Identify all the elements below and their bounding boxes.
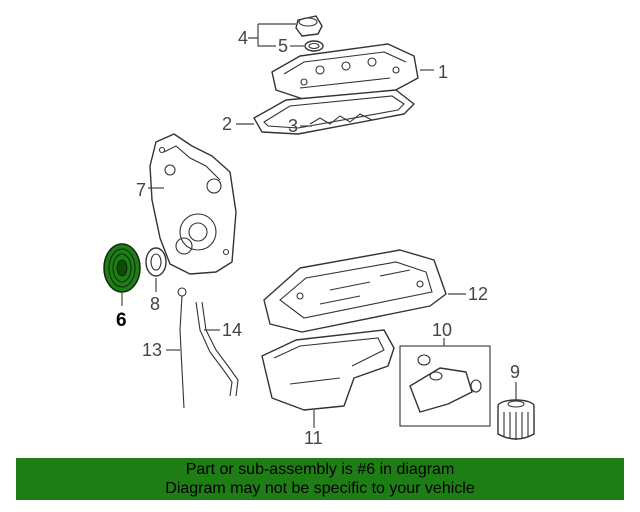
callout-8[interactable]: 8 <box>150 294 160 314</box>
part-timing-cover[interactable] <box>149 133 237 275</box>
part-crankshaft-pulley[interactable] <box>103 243 141 293</box>
callout-6[interactable]: 6 <box>116 310 127 331</box>
part-front-seal[interactable] <box>145 247 167 277</box>
part-cap-gasket[interactable] <box>304 40 324 52</box>
callout-14[interactable]: 14 <box>222 320 242 340</box>
callout-1[interactable]: 1 <box>438 62 448 82</box>
callout-2[interactable]: 2 <box>222 114 232 134</box>
callout-4[interactable]: 4 <box>238 28 248 48</box>
part-oil-pan-upper[interactable] <box>263 249 447 333</box>
callout-10[interactable]: 10 <box>432 320 452 340</box>
parts-diagram: 4 5 1 2 3 7 6 8 12 10 9 11 13 14 <box>103 15 535 448</box>
banner-line-1: Part or sub-assembly is #6 in diagram <box>185 461 455 478</box>
callout-13[interactable]: 13 <box>142 340 162 360</box>
part-oil-filter[interactable] <box>497 399 535 440</box>
callout-5[interactable]: 5 <box>278 36 288 56</box>
part-valve-cover-gasket[interactable] <box>253 89 415 135</box>
part-oil-filler-cap[interactable] <box>295 15 323 37</box>
callout-12[interactable]: 12 <box>468 284 488 304</box>
callout-3[interactable]: 3 <box>288 116 298 136</box>
callout-11[interactable]: 11 <box>304 428 323 448</box>
part-dipstick-tube[interactable] <box>195 301 239 397</box>
info-banner: Part or sub-assembly is #6 in diagram Di… <box>16 458 624 500</box>
leader-lines <box>121 23 517 428</box>
callout-7[interactable]: 7 <box>136 180 146 200</box>
part-oil-pan-lower[interactable] <box>261 329 395 411</box>
part-dipstick[interactable] <box>177 287 187 409</box>
banner-line-2: Diagram may not be specific to your vehi… <box>165 480 475 497</box>
part-oil-pump-assembly[interactable] <box>399 345 491 427</box>
callout-9[interactable]: 9 <box>510 362 520 382</box>
part-valve-cover[interactable] <box>271 43 419 101</box>
